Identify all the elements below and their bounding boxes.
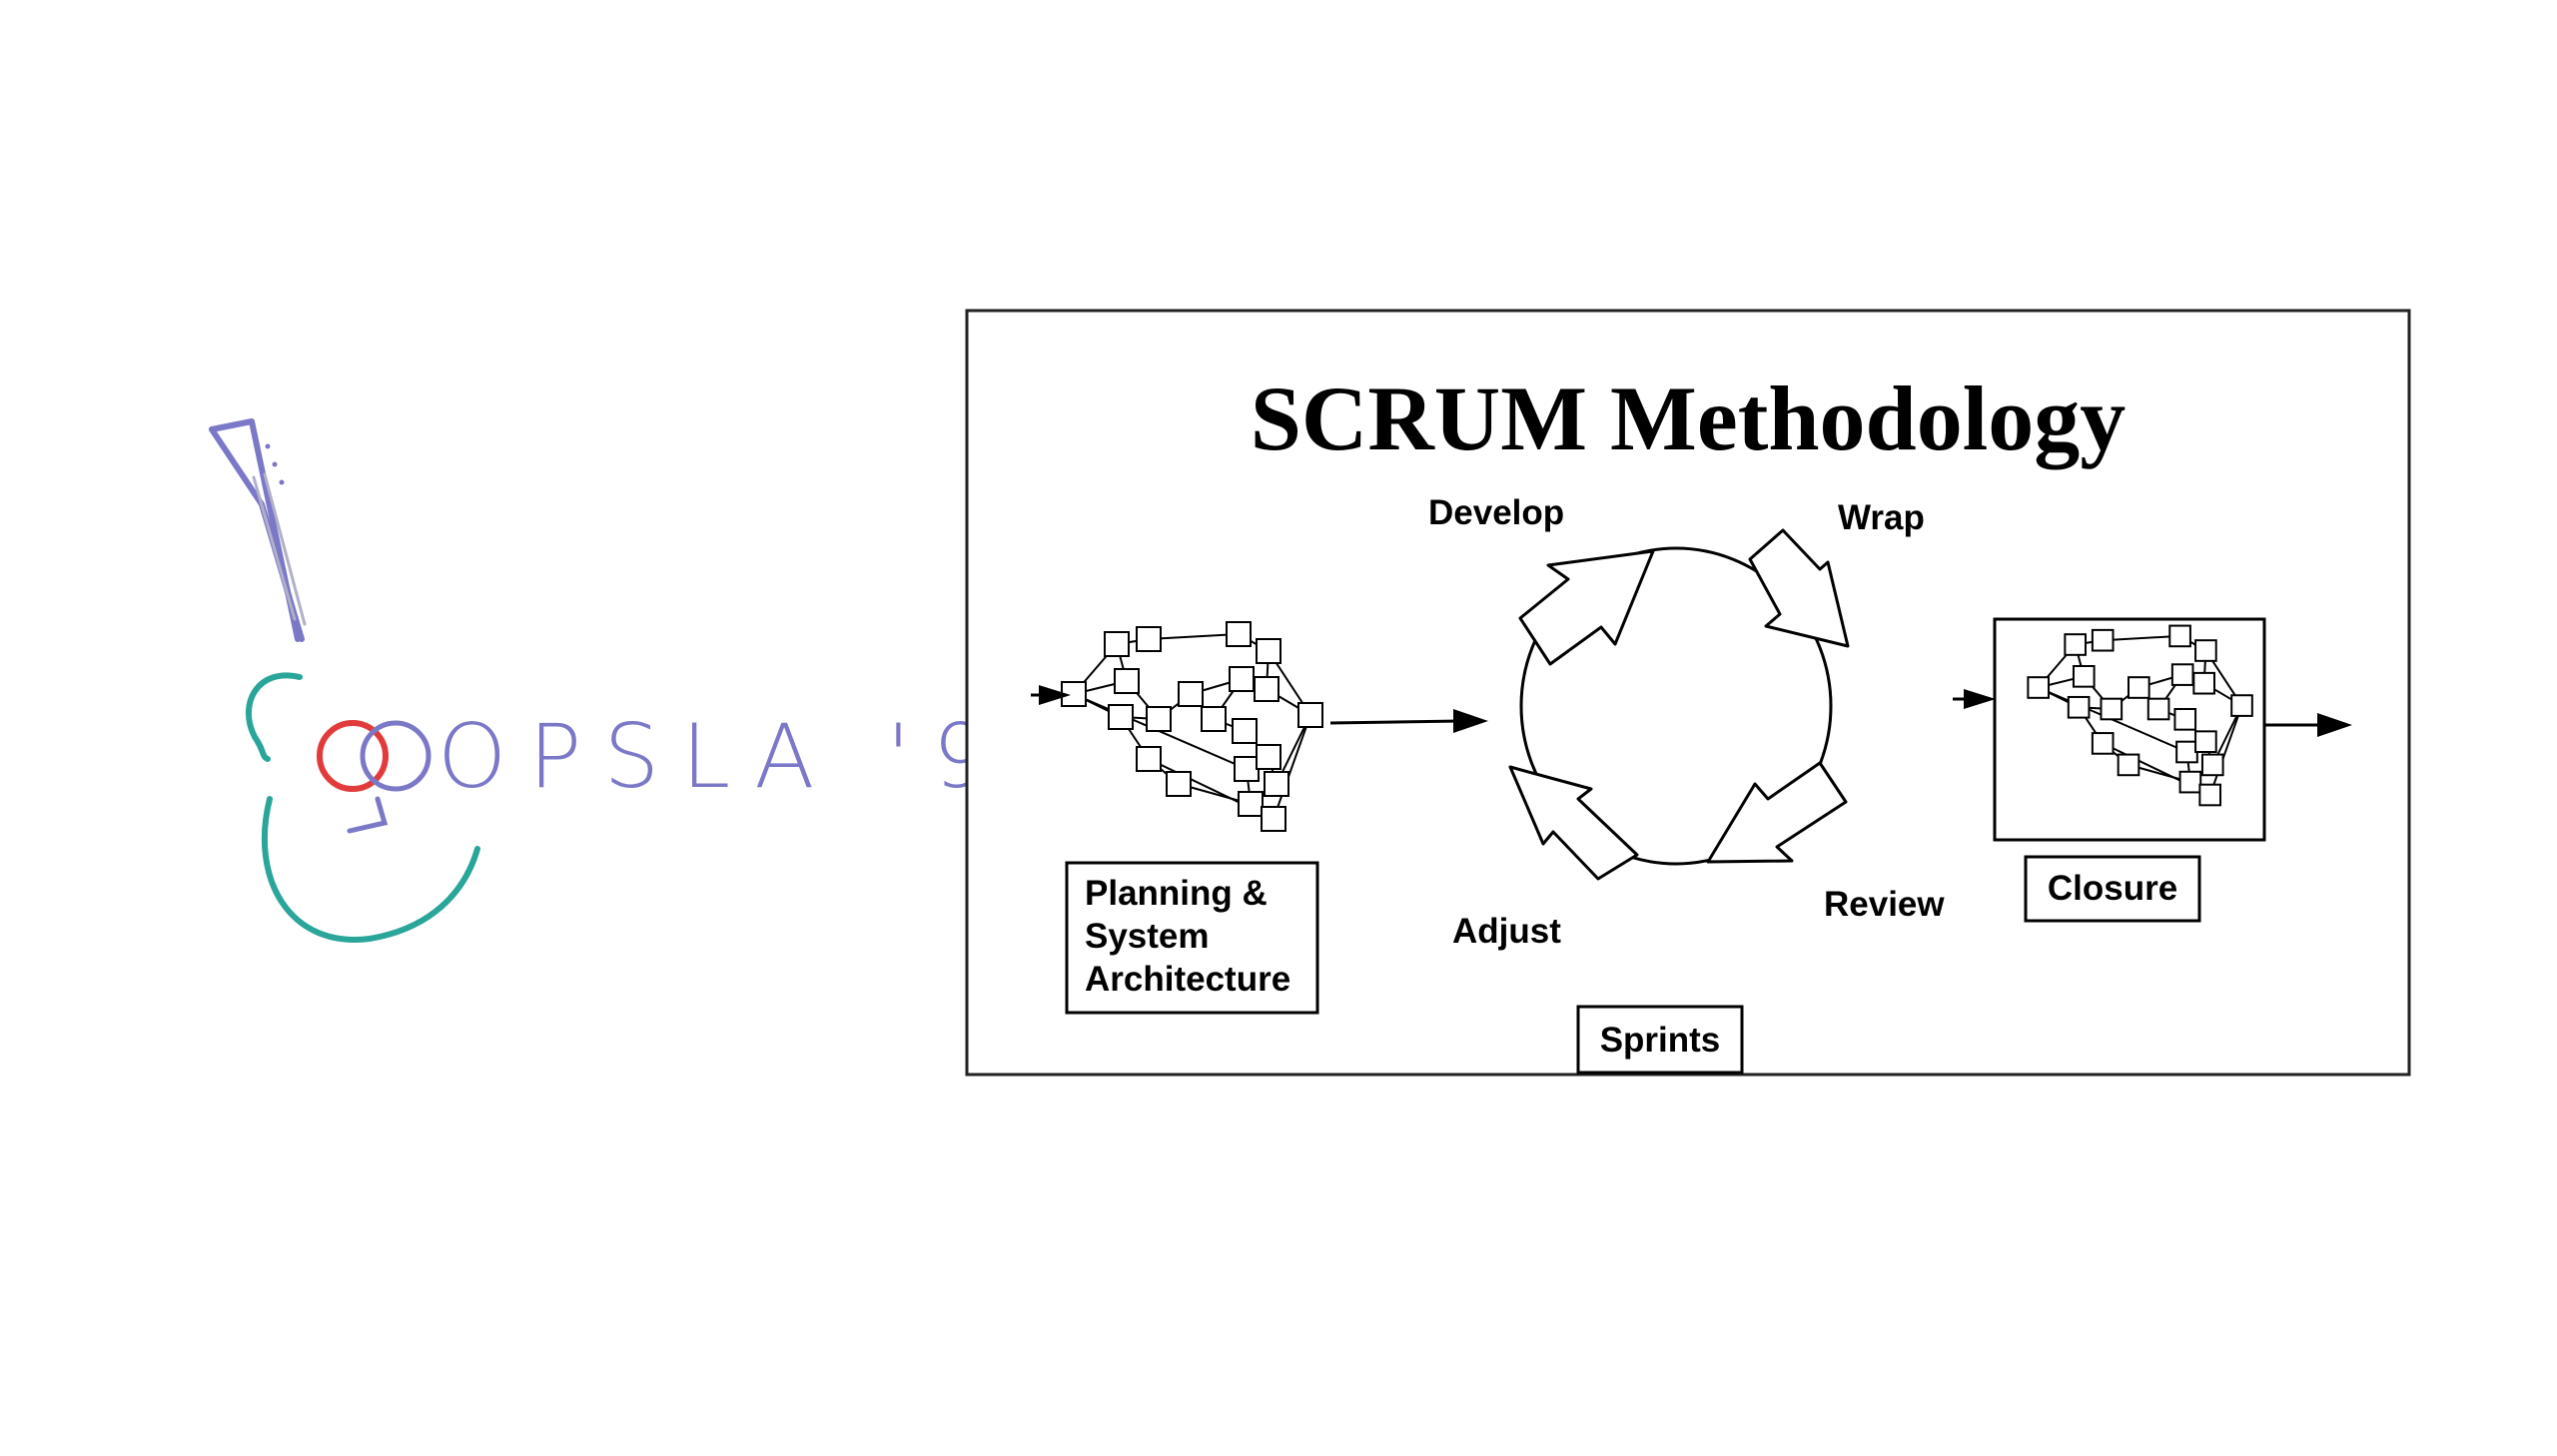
- guitar-body-icon: [245, 672, 480, 943]
- planning-box: Planning & System Architecture: [1065, 861, 1319, 1015]
- guitar-neck-icon: [209, 418, 307, 642]
- network-node: [1229, 666, 1255, 692]
- network-node: [2072, 665, 2096, 688]
- network-node: [1201, 706, 1227, 732]
- network-node: [2178, 770, 2202, 794]
- network-node: [1232, 718, 1258, 744]
- network-node: [1264, 771, 1289, 797]
- sprint-circle: [1519, 546, 1833, 866]
- network-node: [2198, 783, 2222, 807]
- closure-box: Closure: [2024, 855, 2201, 923]
- network-node: [2230, 694, 2253, 717]
- phase-wrap: Wrap: [1838, 498, 1925, 537]
- arrowhead-icon: [1453, 709, 1488, 733]
- develop-arrow-icon: [1518, 549, 1655, 666]
- network-node: [1254, 676, 1279, 702]
- network-node: [1178, 681, 1204, 707]
- wrap-arrow-icon: [1748, 528, 1850, 648]
- network-node: [1256, 638, 1281, 664]
- planning-label-line-2: System: [1085, 917, 1210, 956]
- network-node: [1238, 791, 1264, 817]
- phase-adjust: Adjust: [1452, 912, 1561, 951]
- adjust-arrow-icon: [1508, 765, 1639, 881]
- blue-ring-icon: [360, 720, 431, 792]
- network-node: [1297, 702, 1323, 728]
- network-node: [1226, 621, 1252, 647]
- network-node: [2091, 628, 2115, 652]
- network-node: [2091, 732, 2115, 755]
- scrum-diagram: SCRUM Methodology Develop Wrap Review Ad…: [965, 309, 2411, 1077]
- network-node: [1104, 631, 1130, 657]
- network-node: [2173, 708, 2197, 731]
- guitar-hook-icon: [347, 796, 389, 834]
- arrowhead-icon: [2317, 713, 2352, 737]
- network-node: [2064, 633, 2087, 656]
- arrowhead-icon: [1964, 689, 1996, 709]
- arrowhead-icon: [1039, 685, 1071, 705]
- network-node: [2192, 671, 2215, 695]
- diagram-title: SCRUM Methodology: [1251, 367, 2127, 469]
- closure-network-graph: [2027, 624, 2253, 807]
- sprint-cycle: [1508, 528, 1850, 881]
- network-node: [1234, 756, 1260, 782]
- logo-text: OPSLA '95: [437, 705, 1089, 808]
- network-node: [1108, 704, 1134, 730]
- network-node: [1136, 746, 1162, 772]
- network-node: [2146, 697, 2170, 721]
- network-node: [1166, 771, 1192, 797]
- network-node: [2128, 676, 2150, 699]
- network-node: [2194, 639, 2217, 662]
- oopsla-logo: OPSLA '95: [209, 418, 1089, 943]
- review-arrow-icon: [1706, 761, 1848, 864]
- planning-network-graph: [1061, 621, 1323, 832]
- network-node: [2170, 663, 2194, 686]
- network-node: [2027, 676, 2051, 699]
- network-node: [2200, 753, 2224, 777]
- network-node: [2100, 697, 2124, 721]
- phase-develop: Develop: [1428, 493, 1564, 532]
- network-node: [1146, 706, 1172, 732]
- network-node: [2117, 753, 2140, 777]
- phase-review: Review: [1824, 885, 1945, 924]
- network-node: [2175, 740, 2198, 764]
- sprints-box: Sprints: [1576, 1005, 1744, 1075]
- network-node: [2168, 624, 2191, 648]
- network-node: [1261, 806, 1286, 832]
- closure-network-frame: [1993, 617, 2266, 842]
- network-node: [2067, 695, 2091, 719]
- network-node: [1256, 744, 1281, 770]
- network-node: [2194, 730, 2217, 753]
- network-node: [1136, 626, 1162, 652]
- planning-label-line-1: Planning &: [1085, 874, 1268, 913]
- closure-label: Closure: [2048, 869, 2177, 908]
- planning-label-line-3: Architecture: [1085, 960, 1290, 999]
- red-ring-icon: [317, 720, 389, 792]
- network-node: [1114, 668, 1140, 694]
- sprints-label: Sprints: [1600, 1021, 1721, 1060]
